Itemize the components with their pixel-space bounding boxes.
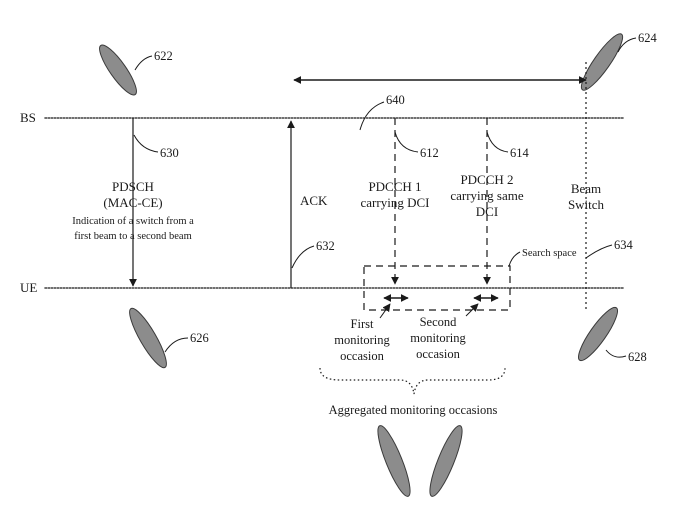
ref-612: 612 — [420, 146, 439, 160]
ref-626: 626 — [190, 331, 209, 345]
bs-label: BS — [20, 110, 36, 125]
beam-628-icon — [578, 306, 618, 362]
beam-626-icon — [129, 307, 167, 369]
second-mo-label-line3: occasion — [416, 347, 460, 361]
pdsch-label: PDSCH — [112, 179, 154, 194]
indication-label-line2: first beam to a second beam — [74, 231, 192, 242]
ref-628: 628 — [628, 350, 647, 364]
pdsch-mac-ce-label: (MAC-CE) — [103, 195, 162, 210]
beam-switch-label: Beam — [571, 181, 601, 196]
search-space-box — [363, 265, 511, 311]
aggregated-beam-right-icon — [429, 425, 463, 497]
first-mo-label-line2: monitoring — [334, 333, 390, 347]
ref-632: 632 — [316, 239, 335, 253]
ref-640: 640 — [386, 93, 405, 107]
pdcch2-dci-label: DCI — [476, 204, 498, 219]
pdcch1-sub-label: carrying DCI — [361, 195, 430, 210]
first-mo-label-line1: First — [351, 317, 374, 331]
second-mo-label-line1: Second — [420, 315, 458, 329]
second-occasion-pointer — [465, 303, 479, 317]
ref-614: 614 — [510, 146, 530, 160]
ref-622: 622 — [154, 49, 173, 63]
first-occasion-pointer — [379, 303, 391, 319]
ack-label: ACK — [300, 193, 328, 208]
ref-624: 624 — [638, 31, 658, 45]
pdcch2-sub-label: carrying same — [450, 188, 524, 203]
ue-label: UE — [20, 280, 37, 295]
aggregation-brace — [319, 367, 506, 395]
beam-624-icon — [580, 33, 624, 91]
pdcch2-label: PDCCH 2 — [460, 172, 513, 187]
ref-634: 634 — [614, 238, 634, 252]
beam-switch-sub-label: Switch — [568, 197, 605, 212]
aggregated-label: Aggregated monitoring occasions — [329, 403, 498, 417]
search-space-label: Search space — [522, 248, 577, 259]
beam-622-icon — [99, 44, 137, 96]
aggregated-beam-left-icon — [377, 425, 411, 497]
indication-label-line1: Indication of a switch from a — [72, 216, 194, 227]
first-mo-label-line3: occasion — [340, 349, 384, 363]
pdcch1-label: PDCCH 1 — [368, 179, 421, 194]
second-mo-label-line2: monitoring — [410, 331, 466, 345]
ref-630: 630 — [160, 146, 179, 160]
